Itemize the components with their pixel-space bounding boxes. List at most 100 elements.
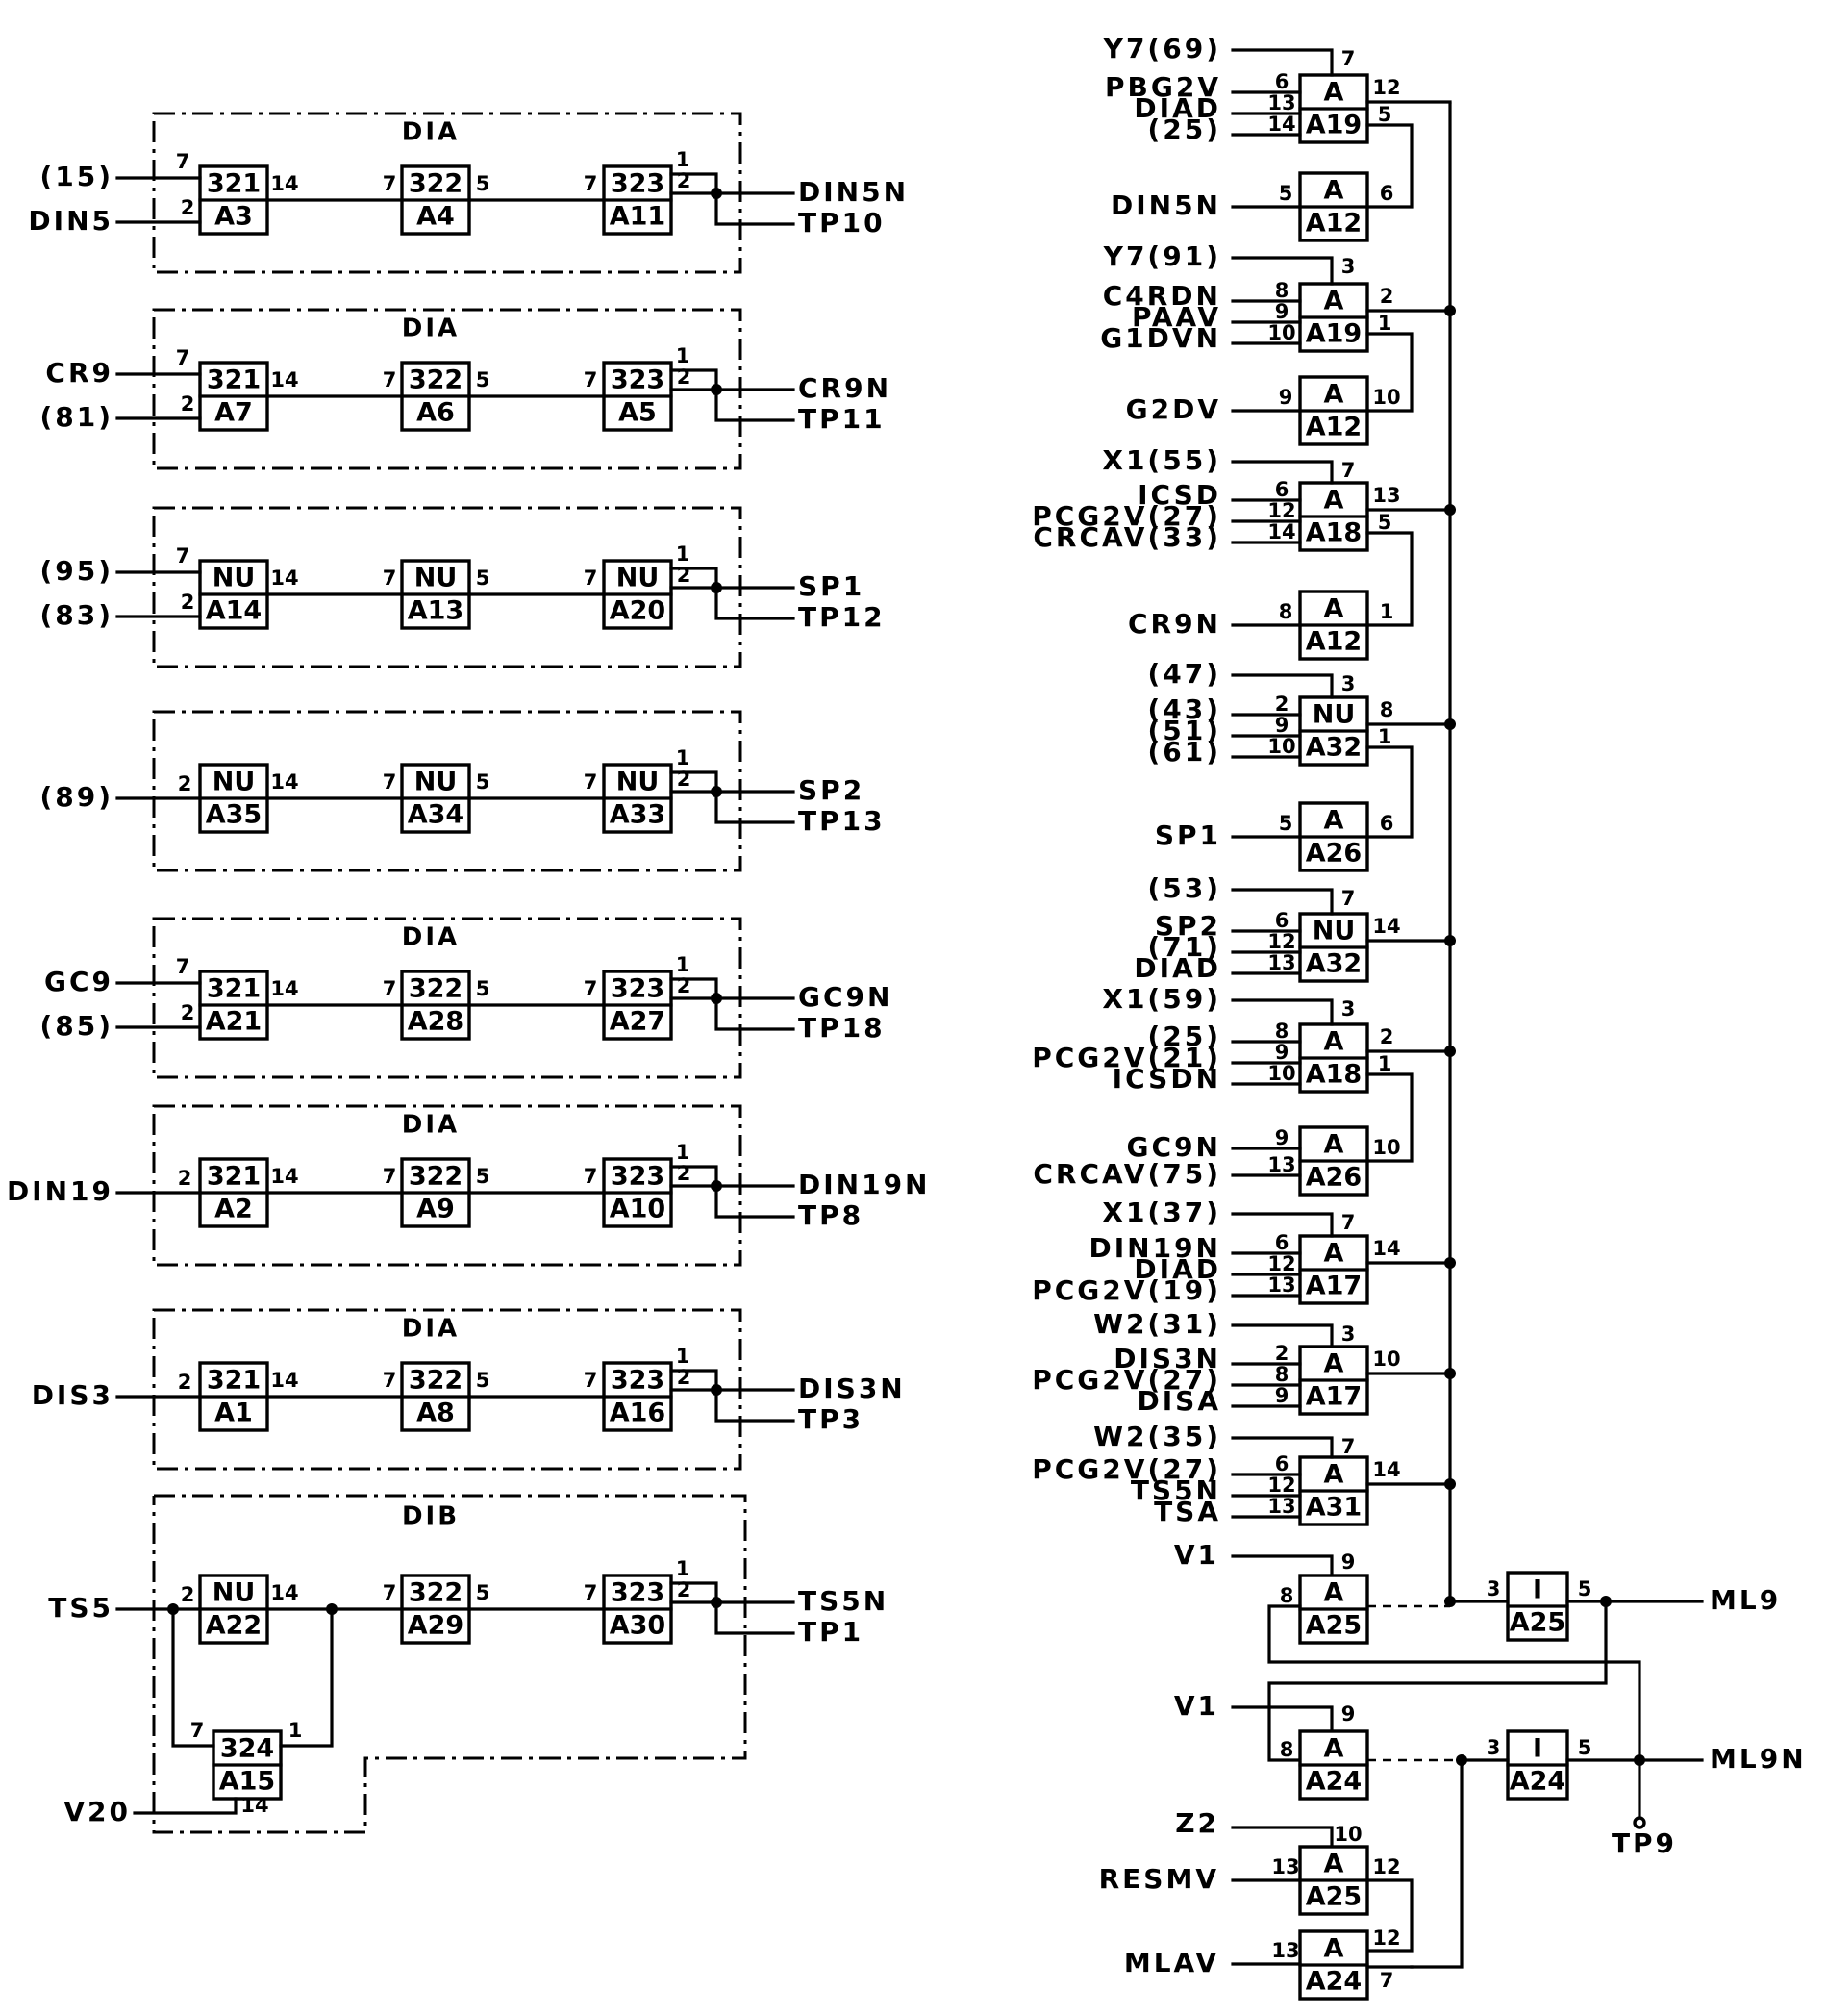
test-point-terminal <box>1633 1816 1646 1829</box>
wire <box>1231 1323 1334 1348</box>
pin-number: 12 <box>1372 76 1400 99</box>
wire <box>714 1388 795 1423</box>
gate-type: NU <box>616 767 660 796</box>
wire <box>669 1165 718 1188</box>
pin-number: 12 <box>1267 1252 1295 1275</box>
pin-number: 12 <box>1267 930 1295 953</box>
wire <box>669 977 718 1000</box>
input-label: DIAD <box>1134 952 1221 984</box>
test-point-label: TP1 <box>798 1616 863 1648</box>
gate-ref: A24 <box>1306 1767 1362 1797</box>
junction-dot <box>711 384 722 395</box>
gate-ref: A26 <box>1306 1163 1362 1193</box>
gate-ref: A32 <box>1306 949 1362 979</box>
wire <box>1231 888 1334 916</box>
pin-number: 2 <box>181 1583 195 1606</box>
gate-ref: A12 <box>1306 413 1362 442</box>
gate-ref: A24 <box>1306 1967 1362 1997</box>
gate-ref: A13 <box>408 596 463 626</box>
module-frame <box>152 1494 747 1834</box>
junction-dot <box>711 786 722 797</box>
wire <box>1365 332 1414 413</box>
input-label: (85) <box>39 1010 113 1042</box>
gate-type: 322 <box>409 973 463 1003</box>
gate-type: A <box>1324 1733 1344 1763</box>
pin-number: 1 <box>1378 725 1392 748</box>
input-label: (83) <box>39 599 113 631</box>
input-label: PCG2V(27) <box>1032 1364 1221 1396</box>
wire <box>1365 1878 1414 1953</box>
pin-number: 9 <box>1279 386 1293 409</box>
gate-ref: A5 <box>618 398 657 428</box>
gate-ref: A6 <box>416 398 455 428</box>
pin-number: 2 <box>677 768 691 791</box>
pin-number: 7 <box>1341 47 1356 70</box>
aux-input-label: SP1 <box>1155 819 1221 851</box>
pin-number: 7 <box>383 770 397 794</box>
module-title: DIA <box>402 1111 460 1140</box>
wire <box>1365 1072 1414 1163</box>
pin-number: 7 <box>1341 1211 1356 1234</box>
pin-number: 14 <box>270 770 298 794</box>
pin-number: 3 <box>1487 1736 1501 1759</box>
junction-dot <box>711 993 722 1004</box>
gate-type: 321 <box>207 1161 261 1191</box>
pin-number: 13 <box>1372 484 1400 507</box>
pin-number: 7 <box>584 172 598 195</box>
pin-number: 8 <box>1275 279 1289 302</box>
pin-number: 2 <box>181 1001 195 1024</box>
pin-number: 13 <box>1267 1273 1295 1297</box>
pin-number: 5 <box>476 1581 490 1604</box>
gate-ref: A34 <box>408 800 463 830</box>
gate-ref: A19 <box>1306 319 1362 349</box>
aux-input-label: CR9N <box>1128 608 1221 640</box>
pin-number: 5 <box>476 567 490 590</box>
input-label: V1 <box>1174 1539 1219 1571</box>
output-label: ML9N <box>1710 1743 1807 1775</box>
gate-type: A <box>1324 1577 1344 1607</box>
pin-number: 14 <box>1267 113 1295 136</box>
input-label: V20 <box>63 1796 131 1827</box>
pin-number: 13 <box>1267 1495 1295 1518</box>
gate-ref: A27 <box>610 1007 665 1037</box>
gate-type: 323 <box>611 1161 664 1191</box>
pin-number: 9 <box>1275 300 1289 323</box>
junction-dot <box>711 1180 722 1192</box>
input-label: CR9 <box>45 357 113 389</box>
pin-number: 8 <box>1275 1020 1289 1043</box>
gate-ref: A26 <box>1306 839 1362 869</box>
junction-dot <box>711 188 722 199</box>
wire <box>669 567 718 590</box>
pin-number: 12 <box>1267 1474 1295 1497</box>
pin-number: 1 <box>676 148 690 171</box>
wire <box>1267 1604 1641 1762</box>
pin-number: 7 <box>584 1369 598 1392</box>
output-label: SP2 <box>798 774 864 806</box>
wire <box>133 1797 238 1815</box>
input-label: GC9 <box>44 966 113 997</box>
pin-number: 7 <box>383 172 397 195</box>
pin-number: 10 <box>1334 1823 1362 1846</box>
pin-number: 7 <box>383 1165 397 1188</box>
pin-number: 2 <box>178 1371 192 1394</box>
wire <box>1231 673 1334 699</box>
pin-number: 7 <box>383 567 397 590</box>
pin-number: 7 <box>190 1719 205 1742</box>
pin-number: 8 <box>1279 600 1293 623</box>
wire <box>669 368 718 391</box>
gate-type: 321 <box>207 168 261 198</box>
